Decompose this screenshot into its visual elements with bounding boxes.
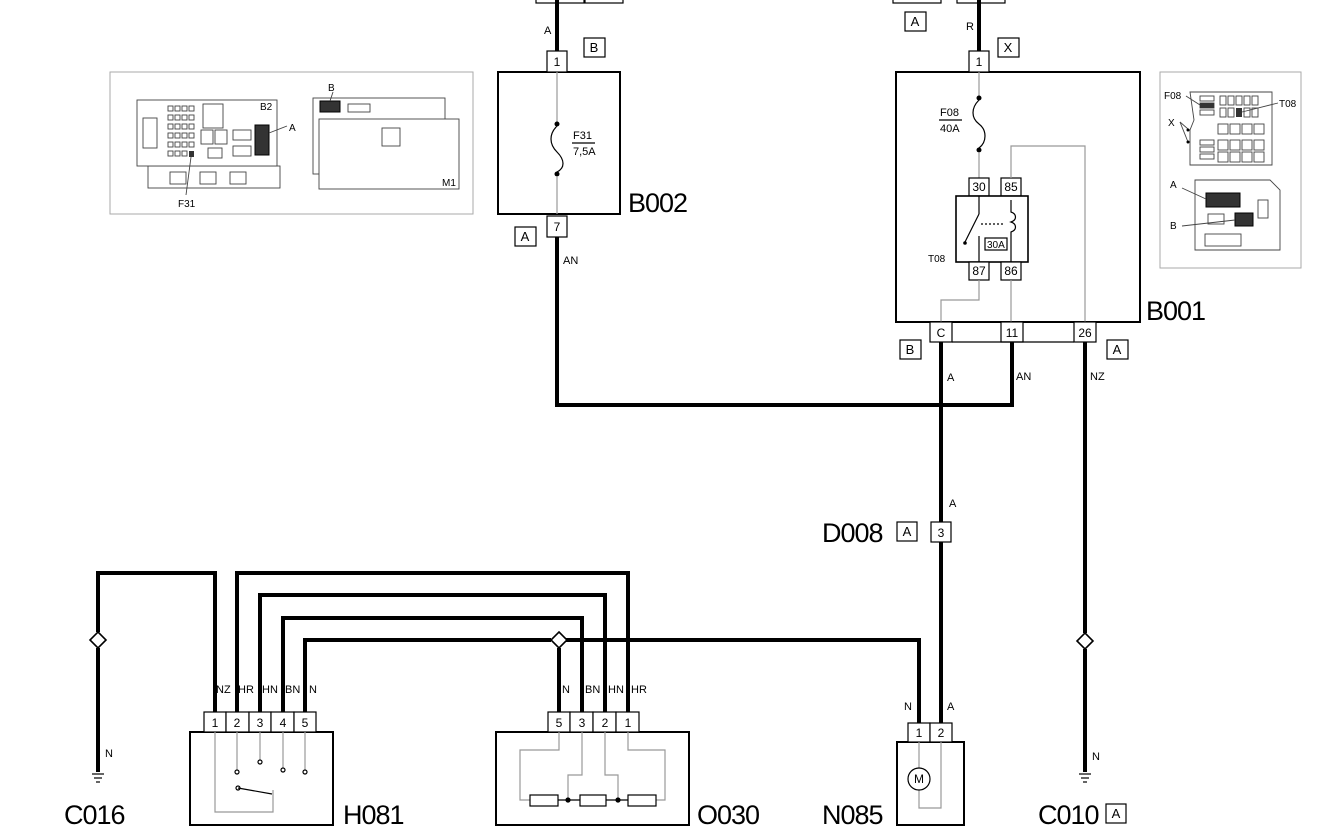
- svg-text:3: 3: [579, 716, 586, 730]
- svg-text:C010: C010: [1038, 800, 1099, 830]
- svg-text:N: N: [1092, 751, 1100, 763]
- svg-text:1: 1: [976, 55, 983, 69]
- svg-text:NZ: NZ: [216, 684, 231, 696]
- svg-text:HR: HR: [238, 684, 254, 696]
- svg-text:T08: T08: [928, 254, 946, 265]
- svg-text:B001: B001: [1146, 296, 1205, 326]
- svg-text:X: X: [1004, 40, 1013, 55]
- svg-text:X: X: [1168, 118, 1175, 129]
- svg-text:7: 7: [554, 220, 561, 234]
- svg-text:HN: HN: [608, 684, 624, 696]
- svg-text:2: 2: [234, 716, 241, 730]
- d008-connector: D008 A 3 A: [822, 498, 957, 548]
- svg-text:A: A: [289, 123, 296, 134]
- svg-text:1: 1: [625, 716, 632, 730]
- svg-text:B: B: [328, 83, 335, 94]
- b002-fuse-box: 1 7 F31 7,5A B002: [497, 50, 688, 238]
- svg-text:87: 87: [972, 264, 986, 278]
- splice-points: [88, 630, 1095, 651]
- svg-text:B: B: [590, 40, 599, 55]
- svg-text:11: 11: [1006, 326, 1019, 340]
- svg-text:HN: HN: [262, 684, 278, 696]
- svg-text:1: 1: [554, 55, 561, 69]
- svg-text:1: 1: [916, 726, 923, 740]
- svg-text:F08: F08: [1164, 91, 1182, 102]
- svg-text:HR: HR: [631, 684, 647, 696]
- svg-text:2: 2: [602, 716, 609, 730]
- h081-switch: 1 2 3 4 5 H081 NZ HR HN BN N: [189, 684, 405, 830]
- svg-text:M1: M1: [442, 178, 456, 189]
- svg-text:R: R: [966, 21, 974, 33]
- svg-text:B: B: [1170, 221, 1177, 232]
- svg-text:AN: AN: [563, 255, 578, 267]
- locator-inset-right: F08 T08 X A B: [1159, 71, 1302, 269]
- svg-text:NZ: NZ: [1090, 371, 1105, 383]
- svg-text:30A: 30A: [987, 240, 1005, 251]
- svg-text:A: A: [544, 25, 552, 37]
- svg-text:B: B: [906, 342, 915, 357]
- top-stubs: [535, 0, 1006, 4]
- svg-text:86: 86: [1004, 264, 1018, 278]
- n085-motor: 1 2 M N085 N A: [822, 701, 965, 830]
- b002-tags: B A A AN: [514, 25, 606, 267]
- svg-text:H081: H081: [343, 800, 404, 830]
- svg-text:A: A: [911, 14, 920, 29]
- svg-text:O030: O030: [697, 800, 759, 830]
- svg-text:BN: BN: [585, 684, 600, 696]
- svg-text:T08: T08: [1279, 99, 1297, 110]
- svg-text:A: A: [947, 372, 955, 384]
- svg-text:85: 85: [1004, 180, 1018, 194]
- svg-text:26: 26: [1078, 326, 1092, 340]
- svg-text:F08: F08: [940, 107, 959, 119]
- svg-text:N: N: [904, 701, 912, 713]
- svg-text:A: A: [1112, 806, 1121, 821]
- svg-text:A: A: [1170, 180, 1177, 191]
- locator-inset-left: B2 A F31 B M1: [109, 71, 474, 215]
- svg-text:1: 1: [212, 716, 219, 730]
- svg-text:F31: F31: [573, 130, 592, 142]
- svg-text:A: A: [1113, 342, 1122, 357]
- svg-text:A: A: [521, 229, 530, 244]
- svg-text:AN: AN: [1016, 371, 1031, 383]
- svg-text:B2: B2: [260, 102, 273, 113]
- svg-text:40A: 40A: [940, 123, 960, 135]
- svg-text:3: 3: [938, 526, 945, 540]
- svg-text:4: 4: [280, 716, 287, 730]
- b001-tags: X A R B A A AN NZ: [899, 11, 1129, 384]
- motor-m-symbol: M: [914, 772, 924, 786]
- svg-text:N: N: [309, 684, 317, 696]
- wires: [96, 0, 1087, 772]
- svg-text:7,5A: 7,5A: [573, 146, 596, 158]
- svg-text:A: A: [949, 498, 957, 510]
- ground-symbols: [92, 773, 1091, 783]
- svg-text:2: 2: [938, 726, 945, 740]
- svg-text:F31: F31: [178, 199, 196, 210]
- o030-resistor-block: 5 3 2 1 O030 N BN HN HR: [495, 684, 760, 830]
- svg-text:5: 5: [302, 716, 309, 730]
- ground-labels: N C016 N C010 A: [64, 748, 1127, 830]
- svg-text:3: 3: [257, 716, 264, 730]
- svg-text:C016: C016: [64, 800, 125, 830]
- svg-text:30: 30: [972, 180, 986, 194]
- svg-text:5: 5: [556, 716, 563, 730]
- svg-text:BN: BN: [285, 684, 300, 696]
- svg-text:A: A: [947, 701, 955, 713]
- b001-fuse-box: 1 F08 40A 30 85 30A 87 86 T08 C: [895, 50, 1206, 343]
- svg-text:N: N: [105, 748, 113, 760]
- svg-text:B002: B002: [628, 188, 687, 218]
- svg-text:D008: D008: [822, 518, 883, 548]
- svg-text:A: A: [903, 524, 912, 539]
- svg-text:N: N: [562, 684, 570, 696]
- svg-text:N085: N085: [822, 800, 883, 830]
- svg-text:C: C: [937, 326, 946, 340]
